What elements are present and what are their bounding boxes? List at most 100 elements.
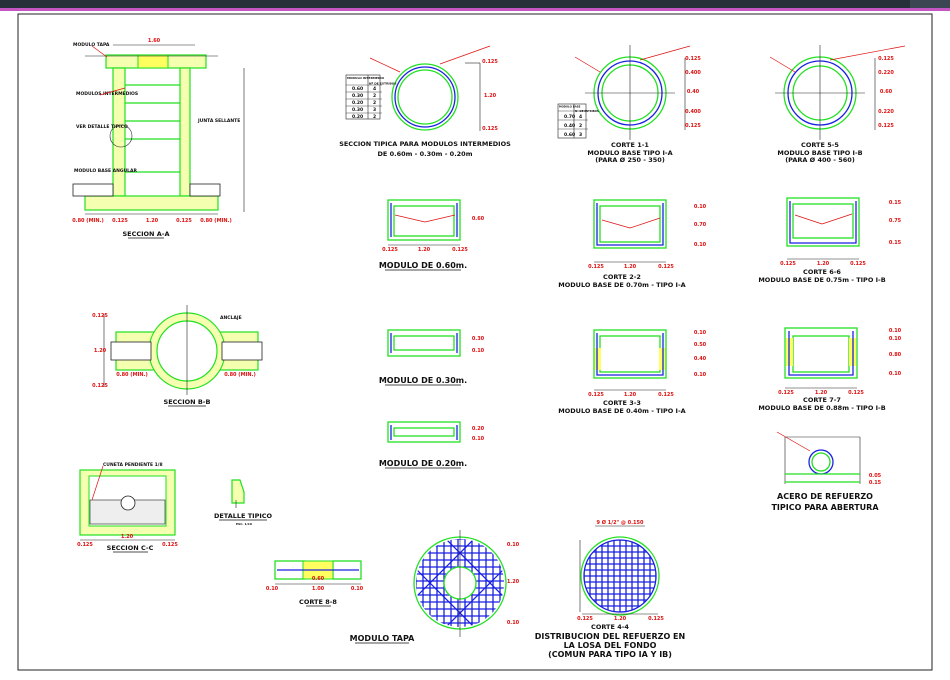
table-cell: 2 bbox=[579, 123, 582, 129]
dimension-text: 1.00 bbox=[312, 586, 325, 592]
seccion-cc-drawing[interactable]: CUNETA PENDIENTE 1/8 1.20 0.125 0.125 SE… bbox=[77, 462, 178, 553]
drawing-subtitle: MODULO BASE DE 0.40m - TIPO I-A bbox=[558, 407, 685, 415]
dimension-text: 0.125 bbox=[685, 123, 701, 129]
modulo-060-drawing[interactable]: 0.60 1.20 0.125 0.125 MODULO DE 0.60m. bbox=[379, 199, 485, 271]
dimension-text: 0.125 bbox=[878, 123, 894, 129]
table-cell: 3 bbox=[373, 107, 376, 113]
scale-text: ESC. 1/10 bbox=[236, 522, 252, 526]
dimension-text: 0.10 bbox=[507, 620, 520, 626]
dimension-text: 1.20 bbox=[484, 93, 497, 99]
drawing-title: CORTE 7-7 bbox=[803, 396, 841, 404]
drawing-title: ACERO DE REFUERZO bbox=[777, 492, 873, 501]
dimension-text: 0.80 (MIN.) bbox=[116, 372, 148, 378]
drawing-title: DETALLE TIPICO bbox=[214, 512, 273, 520]
drawing-title: CORTE 2-2 bbox=[603, 273, 641, 281]
corte-66-drawing[interactable]: 0.15 0.75 0.15 1.20 0.125 0.125 CORTE 6-… bbox=[758, 197, 902, 284]
title-bar-corner bbox=[910, 0, 950, 8]
dimension-text: 1.20 bbox=[614, 616, 627, 622]
dimension-text: 0.125 bbox=[658, 392, 674, 398]
dimension-text: 1.20 bbox=[507, 579, 520, 585]
table-cell: 0.40 bbox=[564, 123, 575, 129]
detail-callout-circle bbox=[109, 124, 133, 148]
dimension-text: 0.10 bbox=[694, 242, 707, 248]
modulo-020-drawing[interactable]: 0.20 0.10 MODULO DE 0.20m. bbox=[379, 421, 485, 469]
corte-11-drawing[interactable]: 0.125 0.400 0.40 0.400 0.125 MODULO BASE… bbox=[557, 45, 701, 164]
drawing-title: CORTE 3-3 bbox=[603, 399, 641, 407]
label-text: MODULOS INTERMEDIOS bbox=[76, 91, 138, 97]
drawing-subtitle: (PARA Ø 250 - 350) bbox=[595, 156, 665, 164]
dimension-text: 0.30 bbox=[472, 336, 485, 342]
table-cell: 2 bbox=[373, 100, 376, 106]
dimension-text: 0.40 bbox=[694, 356, 707, 362]
label-text: VER DETALLE TIPICO bbox=[76, 124, 128, 130]
dimension-text: 0.10 bbox=[889, 328, 902, 334]
dimension-text: 1.20 bbox=[94, 348, 107, 354]
cad-drawing-sheet[interactable]: 1.60 MODULO TAPA MODULOS INTERMEDIOS VER… bbox=[0, 11, 950, 680]
dimension-text: 0.125 bbox=[850, 261, 866, 267]
dimension-text: 0.50 bbox=[694, 342, 707, 348]
corte-33-drawing[interactable]: 0.10 0.50 0.40 0.10 1.20 0.125 0.125 COR… bbox=[558, 329, 707, 415]
dimension-text: 0.125 bbox=[577, 616, 593, 622]
dimension-text: 0.125 bbox=[77, 542, 93, 548]
sheet-border bbox=[17, 13, 933, 671]
seccion-aa-drawing[interactable]: 1.60 MODULO TAPA MODULOS INTERMEDIOS VER… bbox=[72, 38, 245, 239]
diagonal-rebar bbox=[416, 539, 491, 614]
label-text: MODULO TAPA bbox=[73, 42, 110, 48]
drawing-subtitle: MODULO BASE DE 0.88m - TIPO I-B bbox=[758, 404, 885, 412]
table-cell: 2 bbox=[373, 114, 376, 120]
dimension-text: 0.60 bbox=[472, 216, 485, 222]
dimension-text: 0.20 bbox=[472, 426, 485, 432]
dimension-text: 0.10 bbox=[889, 371, 902, 377]
corte-77-drawing[interactable]: 0.10 0.10 0.80 0.10 1.20 0.125 0.125 COR… bbox=[758, 327, 902, 412]
dimension-text: 0.80 bbox=[889, 352, 902, 358]
dimension-text: 0.125 bbox=[658, 264, 674, 270]
table-cell: 0.60 bbox=[564, 132, 575, 138]
drawing-title: CORTE 1-1 bbox=[611, 141, 649, 149]
dimension-text: 0.220 bbox=[878, 109, 894, 115]
dimension-text: 0.125 bbox=[112, 218, 128, 224]
table-cell: 4 bbox=[373, 86, 376, 92]
modulo-030-drawing[interactable]: 0.30 0.10 MODULO DE 0.30m. bbox=[379, 329, 485, 386]
drawing-title: SECCION C-C bbox=[107, 544, 154, 552]
table-cell: 2 bbox=[373, 93, 376, 99]
drawing-subtitle: DISTRIBUCION DEL REFUERZO EN bbox=[535, 632, 685, 641]
dimension-text: 0.125 bbox=[848, 390, 864, 396]
dimension-text: 0.15 bbox=[889, 240, 902, 246]
table-header: Nº DE ESTRIBOS bbox=[369, 82, 397, 86]
corte-55-drawing[interactable]: 0.125 0.220 0.60 0.220 0.125 CORTE 5-5 M… bbox=[769, 45, 906, 164]
dimension-text: 1.20 bbox=[146, 218, 159, 224]
dimension-text: 0.125 bbox=[382, 247, 398, 253]
drawing-title: SECCION TIPICA PARA MODULOS INTERMEDIOS bbox=[339, 140, 511, 148]
table-header: MODULO BASE bbox=[559, 105, 581, 109]
viewport-border bbox=[0, 8, 950, 11]
dimension-text: 0.125 bbox=[780, 261, 796, 267]
table-cell: 0.20 bbox=[352, 100, 363, 106]
dimension-text: 0.125 bbox=[685, 56, 701, 62]
label-text: MODULO BASE ANGULAR bbox=[74, 168, 138, 174]
dimension-text: 0.60 bbox=[312, 576, 325, 582]
dimension-text: 0.125 bbox=[482, 59, 498, 65]
drawing-subtitle: DE 0.60m - 0.30m - 0.20m bbox=[378, 150, 473, 158]
corte-88-drawing[interactable]: 0.10 1.00 0.10 0.60 CORTE 8-8 bbox=[266, 560, 364, 607]
dimension-text: 1.20 bbox=[624, 392, 637, 398]
seccion-bb-drawing[interactable]: ANCLAJE 1.20 0.80 (MIN.) 0.80 (MIN.) 0.1… bbox=[92, 305, 263, 407]
dimension-text: 1.20 bbox=[817, 261, 830, 267]
dimension-text: 0.60 bbox=[880, 89, 893, 95]
corte-22-drawing[interactable]: 0.10 0.70 0.10 1.20 0.125 0.125 CORTE 2-… bbox=[558, 199, 707, 289]
dimension-text: 0.400 bbox=[685, 109, 701, 115]
diagonal-rebar bbox=[429, 539, 504, 614]
drawing-title: MODULO DE 0.30m. bbox=[379, 376, 467, 385]
seccion-tipica-drawing[interactable]: 0.125 1.20 0.125 MODULO INTERMEDIO Nº DE… bbox=[339, 45, 511, 158]
corte-44-drawing[interactable]: 9 Ø 1/2" @ 0.150 0.125 1.20 0.125 CORTE … bbox=[535, 519, 685, 659]
acero-abertura-drawing[interactable]: 0.05 0.15 ACERO DE REFUERZO TIPICO PARA … bbox=[771, 431, 882, 512]
dimension-text: 0.80 (MIN.) bbox=[72, 218, 104, 224]
table-header: MODULO INTERMEDIO bbox=[347, 76, 385, 80]
detalle-tipico-drawing[interactable]: DETALLE TIPICO ESC. 1/10 bbox=[214, 479, 273, 526]
label-text: JUNTA SELLANTE bbox=[197, 118, 240, 124]
dimension-text: 0.10 bbox=[694, 204, 707, 210]
label-text: ANCLAJE bbox=[220, 315, 242, 321]
diagonal-rebar bbox=[429, 552, 504, 627]
table-cell: 0.20 bbox=[352, 114, 363, 120]
table-cell: 0.60 bbox=[352, 86, 363, 92]
